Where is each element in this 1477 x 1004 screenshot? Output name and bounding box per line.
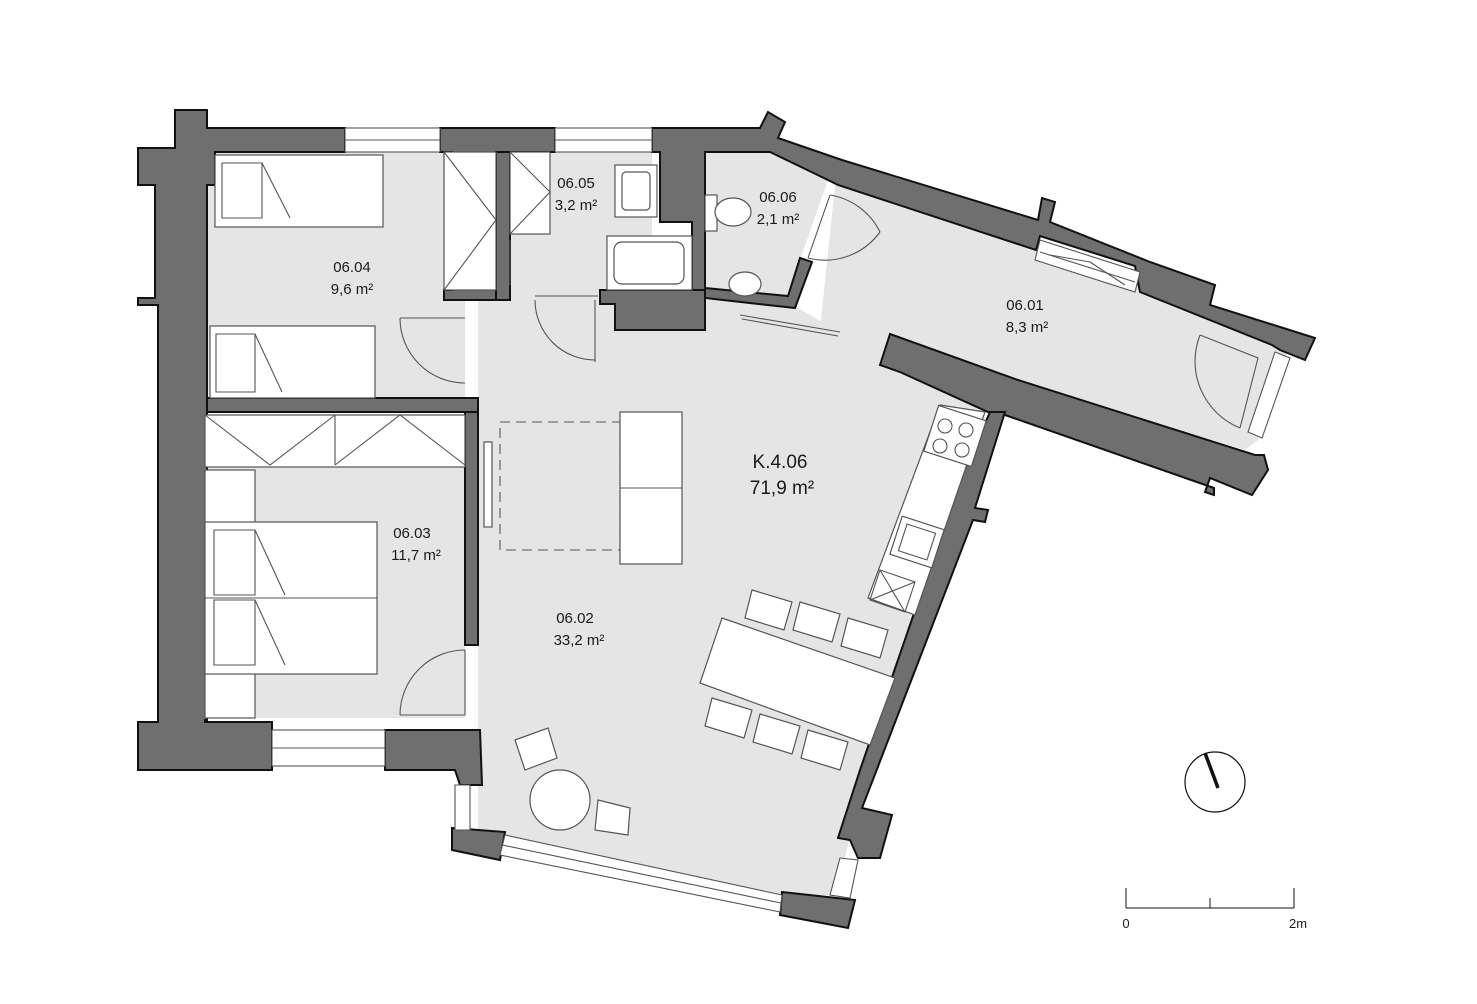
door-06-01-entry <box>1194 334 1259 429</box>
window-06-02-right <box>829 857 859 899</box>
kitchen-sink <box>889 515 945 569</box>
windows <box>271 127 1291 913</box>
window-06-01-bay <box>1034 239 1141 293</box>
door-06-05 <box>534 299 596 362</box>
door-06-04 <box>399 317 466 384</box>
wall-bath-bottom <box>599 289 706 331</box>
bed-06-04-top <box>214 154 384 228</box>
room-06-03-id: 06.03 <box>393 525 431 542</box>
window-06-02-left <box>454 784 471 831</box>
room-06-04-area: 9,6 m² <box>331 281 374 298</box>
room-06-06-id: 06.06 <box>759 189 797 206</box>
armchair-1 <box>514 727 558 771</box>
scale-end-label: 2m <box>1289 916 1307 931</box>
sliding-door-line <box>739 314 841 333</box>
room-06-05-area: 3,2 m² <box>555 197 598 214</box>
sink-06-06 <box>728 271 762 297</box>
wall-bath-partition <box>495 151 511 301</box>
room-06-01-area: 8,3 m² <box>1006 319 1049 336</box>
room-06-02-floor <box>478 300 985 895</box>
furniture <box>204 151 987 836</box>
scale-bar: 0 2m <box>1122 888 1307 931</box>
walls <box>137 109 1317 930</box>
window-06-01-right <box>1247 351 1291 439</box>
shower-06-05 <box>509 151 551 235</box>
wall-corridor-diagonal <box>878 332 1270 497</box>
unit-area: 71,9 m² <box>750 478 814 499</box>
wall-bedroom-right <box>464 411 479 646</box>
cooktop <box>923 404 987 468</box>
room-06-02-id: 06.02 <box>556 610 594 627</box>
room-06-04-id: 06.04 <box>333 259 371 276</box>
dining-table <box>699 617 896 746</box>
dining-chairs <box>704 589 889 771</box>
toilet-bowl-06-06 <box>714 197 752 227</box>
wardrobe-06-04 <box>443 151 497 291</box>
door-06-06 <box>807 194 881 261</box>
wall-rooms-divider <box>206 397 479 413</box>
room-06-06-floor <box>705 152 828 300</box>
room-06-01-floor <box>820 185 1290 450</box>
north-arrow-icon <box>1184 751 1246 813</box>
room-06-03-area: 11,7 m² <box>391 547 441 564</box>
door-06-03 <box>399 649 466 716</box>
wall-bottom-left <box>384 729 484 786</box>
doors <box>399 194 1259 716</box>
room-06-06-area: 2,1 m² <box>757 211 800 228</box>
room-labels: 06.04 9,6 m² 06.05 3,2 m² 06.06 2,1 m² 0… <box>331 175 1049 649</box>
round-table <box>529 769 591 831</box>
room-06-05-id: 06.05 <box>557 175 595 192</box>
bed-06-04-bottom <box>209 325 376 399</box>
scale-start-label: 0 <box>1122 916 1129 931</box>
tv-06-02 <box>483 441 493 528</box>
dishwasher-06-02 <box>869 569 916 613</box>
room-06-02-area: 33,2 m² <box>554 632 605 649</box>
wall-bottom-corner <box>451 826 507 862</box>
armchair-2 <box>594 799 631 836</box>
unit-id: K.4.06 <box>753 452 808 473</box>
room-06-01-id: 06.01 <box>1006 297 1044 314</box>
wall-right <box>836 411 1007 859</box>
